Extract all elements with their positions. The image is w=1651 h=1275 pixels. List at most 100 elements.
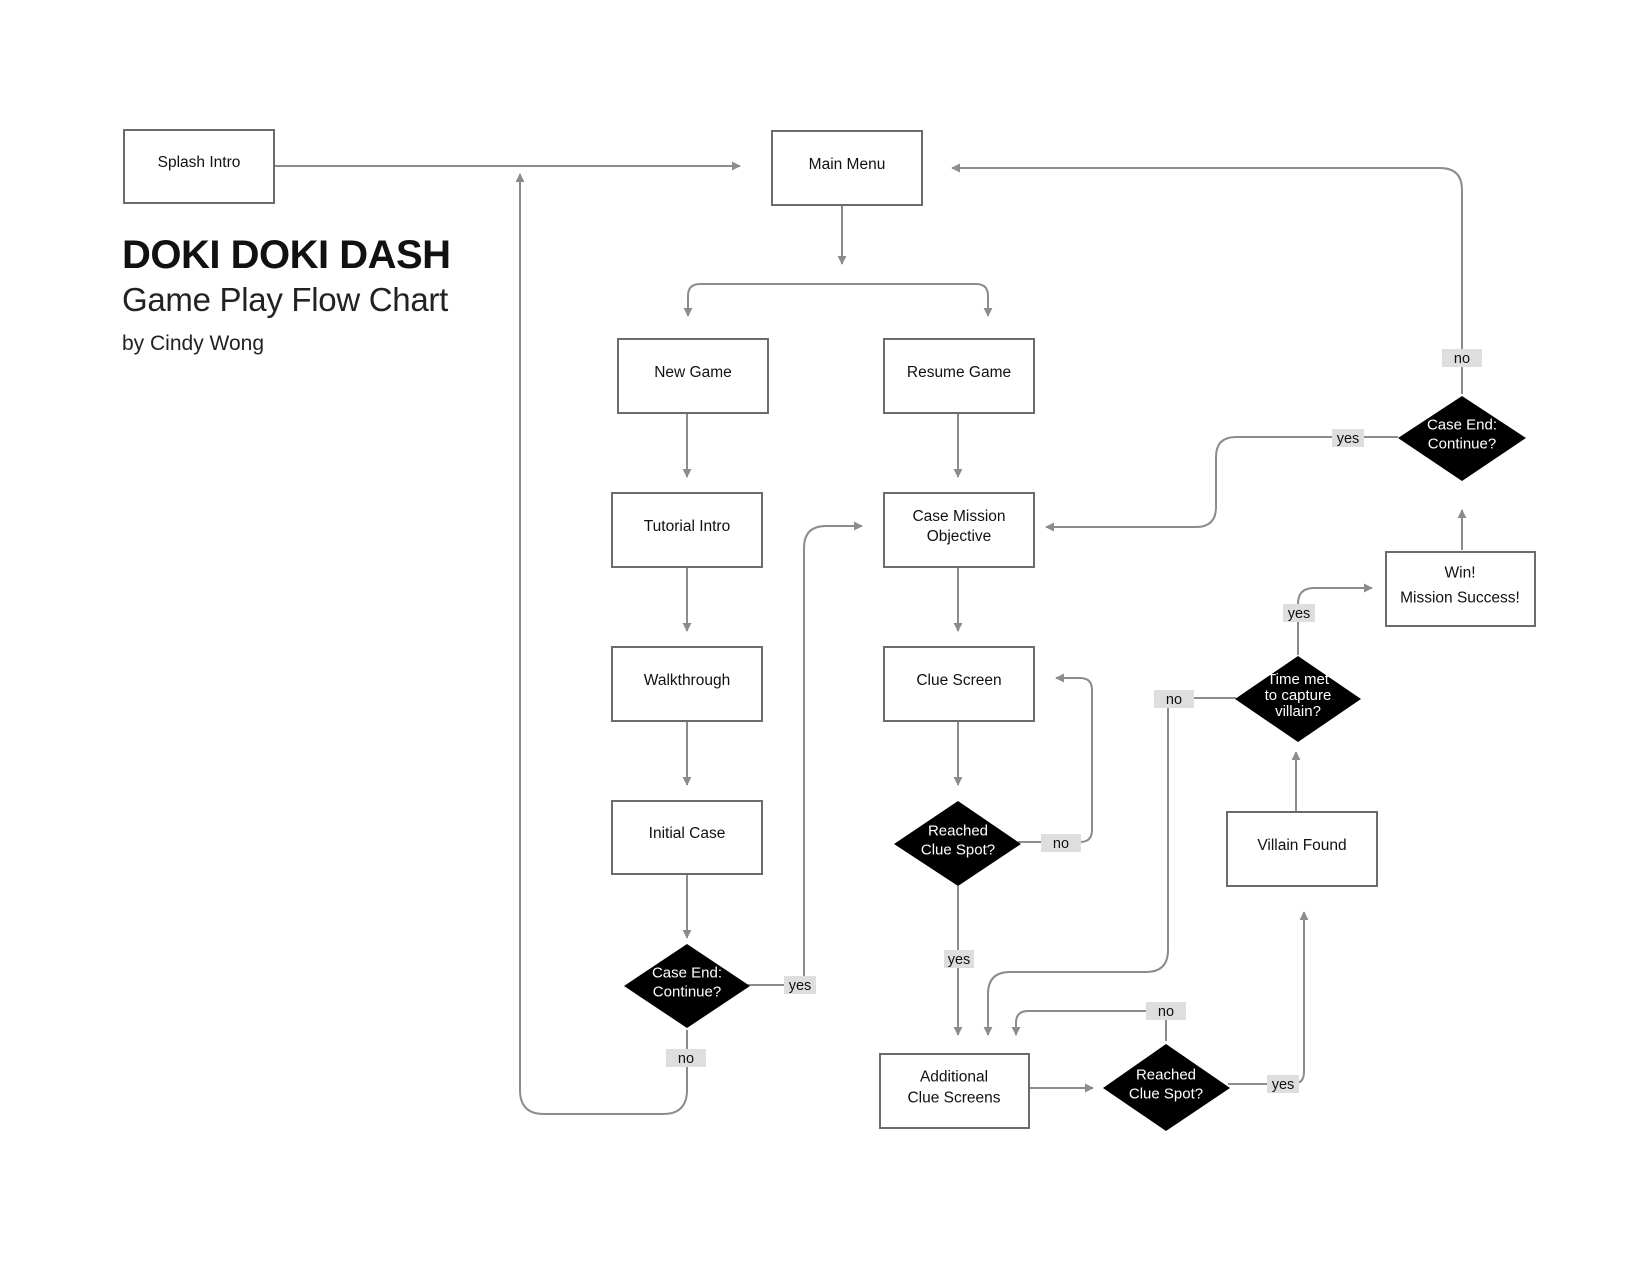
- node-label-line: Walkthrough: [644, 672, 730, 689]
- node-label-line: Clue Screen: [916, 672, 1001, 689]
- connectors: [274, 161, 1467, 1115]
- edge-case-end-1-yes: [748, 521, 863, 986]
- case-end-2-no-label: no: [1454, 351, 1470, 367]
- tag-bg: [1146, 1002, 1186, 1020]
- tutorial-intro-box: [611, 492, 763, 568]
- tag-bg: [1442, 349, 1482, 367]
- clue-spot-2-no-label: no: [1158, 1004, 1174, 1020]
- edge-reached-2-no: [1011, 1010, 1167, 1041]
- clue-spot-1-yes-label: yes: [948, 952, 971, 968]
- edge-reached-1-no: [1018, 673, 1093, 843]
- additional-clue-screens-box: [879, 1053, 1030, 1129]
- resume-game-box: [883, 338, 1035, 414]
- clue-screen-box: [883, 646, 1035, 722]
- node-label-line: Case Mission: [912, 508, 1005, 525]
- clue-spot-1-no-label: no: [1053, 836, 1069, 852]
- edge-split-new-game: [683, 283, 842, 317]
- case-end-1-no-label: no: [678, 1051, 694, 1067]
- walkthrough-box: [611, 646, 763, 722]
- edge-time-met-no: [983, 697, 1236, 1036]
- time-met-yes-label: yes: [1288, 606, 1311, 622]
- node-label-line: villain?: [1275, 703, 1321, 720]
- node-label-line: Continue?: [653, 984, 721, 1001]
- splash-intro-label: Splash Intro: [158, 154, 241, 171]
- page-subtitle: Game Play Flow Chart: [122, 281, 448, 318]
- node-labels: Splash Intro Main Menu New Game Resume G…: [158, 154, 1520, 1107]
- node-label-line: Mission Success!: [1400, 590, 1520, 607]
- page-title: DOKI DOKI DASH: [122, 233, 451, 277]
- node-label-line: Reached: [1136, 1067, 1196, 1084]
- win-mission-success-box: [1385, 551, 1536, 627]
- initial-case-label: Initial Case: [649, 825, 726, 842]
- edge-split-resume-game: [842, 283, 993, 317]
- tag-bg: [666, 1049, 706, 1067]
- node-label-line: Tutorial Intro: [644, 518, 730, 535]
- case-end-1-label: Case End: Continue?: [652, 965, 722, 1001]
- node-label-line: Clue Spot?: [1129, 1086, 1203, 1103]
- villain-found-label: Villain Found: [1257, 837, 1346, 854]
- process-boxes: [123, 129, 1536, 1129]
- node-label-line: Additional: [920, 1069, 988, 1086]
- node-label-line: to capture: [1265, 687, 1332, 704]
- node-label-line: Continue?: [1428, 436, 1496, 453]
- case-end-2-label: Case End: Continue?: [1427, 417, 1497, 453]
- node-label-line: Clue Spot?: [921, 842, 995, 859]
- node-label-line: Time met: [1267, 671, 1330, 688]
- edge-case-end-1-no-to-main: [515, 173, 688, 1115]
- tag-bg: [944, 950, 974, 968]
- villain-found-box: [1226, 811, 1378, 887]
- node-label-line: Objective: [927, 528, 992, 545]
- node-label-line: Case End:: [652, 965, 722, 982]
- title-block: DOKI DOKI DASH Game Play Flow Chart by C…: [122, 232, 451, 362]
- tag-bg: [784, 976, 816, 994]
- edge-case-end-2-no: [951, 163, 1463, 394]
- case-mission-objective-box: [883, 492, 1035, 568]
- walkthrough-label: Walkthrough: [644, 672, 730, 689]
- tutorial-intro-label: Tutorial Intro: [644, 518, 730, 535]
- clue-screen-label: Clue Screen: [916, 672, 1001, 689]
- node-label-line: Win!: [1445, 565, 1476, 582]
- case-end-2-diamond: [1398, 396, 1526, 481]
- main-menu-box: [771, 130, 923, 206]
- tag-bg: [1283, 604, 1315, 622]
- node-label-line: Main Menu: [809, 156, 886, 173]
- node-label-line: Initial Case: [649, 825, 726, 842]
- resume-game-label: Resume Game: [907, 364, 1011, 381]
- node-label-line: Case End:: [1427, 417, 1497, 434]
- decision-diamonds: [624, 396, 1526, 1131]
- node-label-line: Villain Found: [1257, 837, 1346, 854]
- time-met-no-label: no: [1166, 692, 1182, 708]
- reached-clue-spot-2-diamond: [1103, 1044, 1230, 1131]
- node-label-line: New Game: [654, 364, 732, 381]
- win-mission-success-label: Win! Mission Success!: [1400, 565, 1520, 607]
- case-end-1-diamond: [624, 944, 750, 1028]
- tag-bg: [1154, 690, 1194, 708]
- node-label-line: Resume Game: [907, 364, 1011, 381]
- node-label-line: Splash Intro: [158, 154, 241, 171]
- edge-case-end-2-yes: [1045, 436, 1398, 532]
- time-met-diamond: [1235, 656, 1361, 742]
- tag-bg: [1267, 1075, 1299, 1093]
- edge-label-tags: yes no no yes no yes no yes yes no: [666, 349, 1482, 1093]
- tag-bg: [1332, 429, 1364, 447]
- initial-case-box: [611, 800, 763, 875]
- node-label-line: Reached: [928, 823, 988, 840]
- tag-bg: [1041, 834, 1081, 852]
- splash-intro-box: [123, 129, 275, 204]
- node-label-line: Clue Screens: [907, 1090, 1000, 1107]
- main-menu-label: Main Menu: [809, 156, 886, 173]
- new-game-label: New Game: [654, 364, 732, 381]
- author-credit: by Cindy Wong: [122, 332, 265, 355]
- reached-clue-spot-1-diamond: [894, 801, 1021, 886]
- new-game-box: [617, 338, 769, 414]
- case-end-2-yes-label: yes: [1337, 431, 1360, 447]
- case-end-1-yes-label: yes: [789, 978, 812, 994]
- edge-time-met-yes: [1297, 583, 1373, 655]
- clue-spot-2-yes-label: yes: [1272, 1077, 1295, 1093]
